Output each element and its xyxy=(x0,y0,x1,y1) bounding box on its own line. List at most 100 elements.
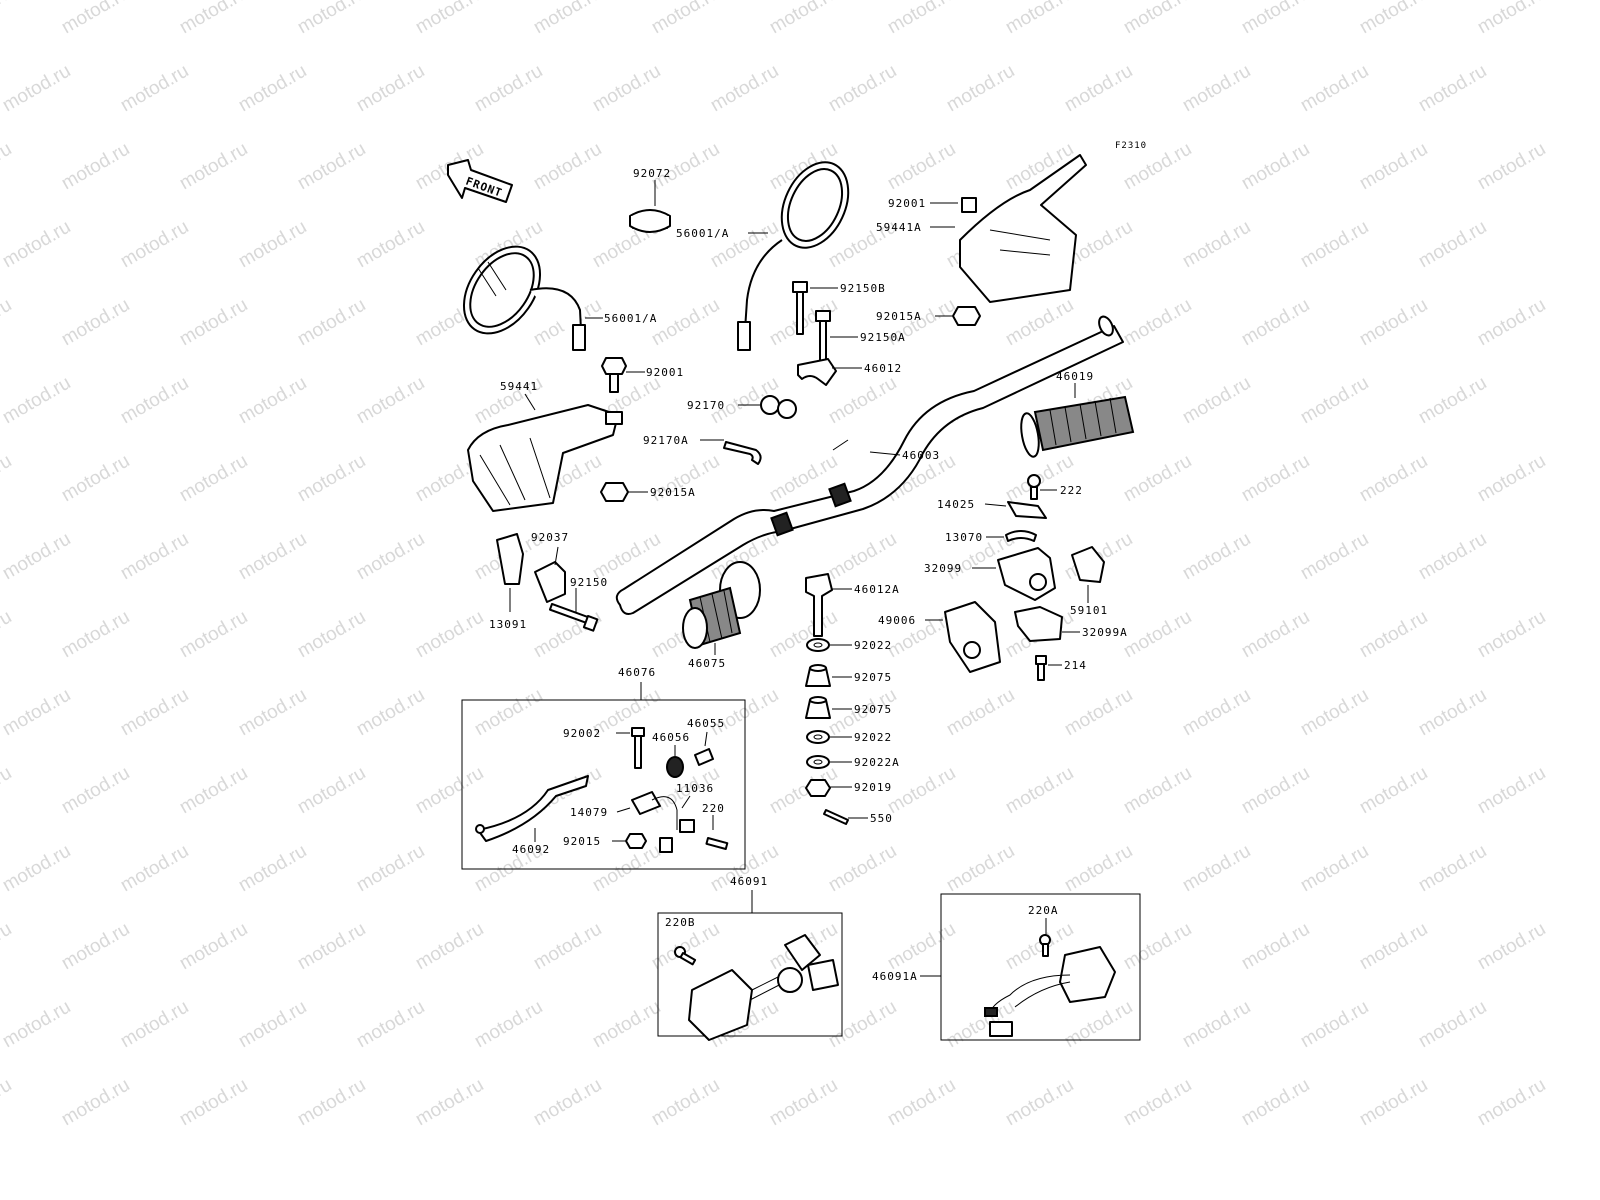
label-92015a-top: 92015A xyxy=(876,310,922,323)
nut-92015-icon xyxy=(625,833,647,849)
label-46091a: 46091A xyxy=(872,970,918,983)
label-46003: 46003 xyxy=(902,449,940,462)
label-14079: 14079 xyxy=(570,806,608,819)
label-92015a-left: 92015A xyxy=(650,486,696,499)
label-92002: 92002 xyxy=(563,727,601,740)
label-92075-b: 92075 xyxy=(854,703,892,716)
label-220: 220 xyxy=(702,802,725,815)
damper-92075-a-icon xyxy=(805,664,831,687)
throttle-cam-49006-icon xyxy=(944,601,1001,673)
clamp-46012a-icon xyxy=(805,573,833,637)
cotter-pin-550-icon xyxy=(823,809,849,825)
label-550: 550 xyxy=(870,812,893,825)
bolt-92150a-icon xyxy=(815,310,831,362)
label-46012a: 46012A xyxy=(854,583,900,596)
right-handguard-icon xyxy=(959,154,1087,303)
label-92150b: 92150B xyxy=(840,282,886,295)
label-92019: 92019 xyxy=(854,781,892,794)
label-59441a: 59441A xyxy=(876,221,922,234)
label-56001a-left: 56001/A xyxy=(604,312,657,325)
label-92072: 92072 xyxy=(633,167,671,180)
nut-92019-icon xyxy=(805,779,831,797)
label-59441: 59441 xyxy=(500,380,538,393)
label-92037: 92037 xyxy=(531,531,569,544)
label-92170a: 92170A xyxy=(643,434,689,447)
washer-92022a-icon xyxy=(806,755,830,769)
label-214: 214 xyxy=(1064,659,1087,672)
label-46055: 46055 xyxy=(687,717,725,730)
lever-bracket-13091-icon xyxy=(496,533,524,585)
clutch-lever-46092-icon xyxy=(475,775,589,842)
adjuster-46055-icon xyxy=(694,748,714,766)
nut-92015a-left-icon xyxy=(600,482,629,502)
label-49006: 49006 xyxy=(878,614,916,627)
washer-92022-a-icon xyxy=(806,638,830,652)
left-switch-assembly-box xyxy=(657,912,843,1037)
label-92150a: 92150A xyxy=(860,331,906,344)
label-46019: 46019 xyxy=(1056,370,1094,383)
label-92001-top: 92001 xyxy=(888,197,926,210)
label-222: 222 xyxy=(1060,484,1083,497)
screw-222-icon xyxy=(1027,474,1041,500)
label-92075-a: 92075 xyxy=(854,671,892,684)
clutch-lever-assembly-box xyxy=(461,699,746,870)
washer-46056-icon xyxy=(666,756,684,778)
label-13070: 13070 xyxy=(945,531,983,544)
label-11036: 11036 xyxy=(676,782,714,795)
throttle-housing-32099-icon xyxy=(997,547,1056,601)
lever-holder-14079-icon xyxy=(631,791,678,830)
figure-code: F2310 xyxy=(1115,141,1147,151)
label-220b: 220B xyxy=(665,916,696,929)
label-32099a: 32099A xyxy=(1082,626,1128,639)
switch-59101-icon xyxy=(1071,546,1105,583)
clip-92170a-icon xyxy=(723,441,762,465)
nut-92015a-top-icon xyxy=(952,306,981,326)
damper-92075-b-icon xyxy=(805,696,831,719)
right-mirror-icon xyxy=(737,161,850,351)
clamp-ring-icon xyxy=(629,209,671,233)
label-13091: 13091 xyxy=(489,618,527,631)
left-mirror-icon xyxy=(462,245,586,351)
handlebar-icon xyxy=(615,315,1124,615)
label-46091: 46091 xyxy=(730,875,768,888)
bolt-92002-icon xyxy=(631,727,645,769)
clamp-92170-icon xyxy=(760,395,797,419)
label-14025: 14025 xyxy=(937,498,975,511)
label-92170: 92170 xyxy=(687,399,725,412)
label-59101: 59101 xyxy=(1070,604,1108,617)
label-92001-left: 92001 xyxy=(646,366,684,379)
left-switch-housing-icon xyxy=(688,934,839,1041)
switch-connector-icon xyxy=(659,819,695,853)
right-grip-icon xyxy=(1020,395,1135,458)
bolt-92001-left-icon xyxy=(601,357,627,393)
label-32099: 32099 xyxy=(924,562,962,575)
left-grip-icon xyxy=(682,561,761,649)
housing-cover-32099a-icon xyxy=(1014,606,1063,642)
label-56001a-right: 56001/A xyxy=(676,227,729,240)
clamp-92037-icon xyxy=(534,561,566,603)
screw-220a-icon xyxy=(1039,934,1051,957)
right-switch-housing-icon xyxy=(984,946,1116,1037)
front-arrow-icon: FRONT xyxy=(447,159,513,203)
label-46012: 46012 xyxy=(864,362,902,375)
label-46092: 46092 xyxy=(512,843,550,856)
label-92022-b: 92022 xyxy=(854,731,892,744)
cable-guide-14025-icon xyxy=(1007,501,1047,519)
screw-220b-icon xyxy=(674,946,697,966)
left-handguard-icon xyxy=(467,404,623,512)
label-46075: 46075 xyxy=(688,657,726,670)
bolt-92150-icon xyxy=(548,602,599,632)
label-92022a: 92022A xyxy=(854,756,900,769)
screw-214-icon xyxy=(1035,655,1047,681)
label-220a: 220A xyxy=(1028,904,1059,917)
washer-92022-b-icon xyxy=(806,730,830,744)
right-switch-assembly-box xyxy=(940,893,1141,1041)
label-92022-a: 92022 xyxy=(854,639,892,652)
screw-220-icon xyxy=(705,836,729,850)
ring-13070-icon xyxy=(1005,530,1037,542)
label-46056: 46056 xyxy=(652,731,690,744)
label-92150: 92150 xyxy=(570,576,608,589)
label-92015: 92015 xyxy=(563,835,601,848)
bolt-92150b-icon xyxy=(792,281,808,335)
